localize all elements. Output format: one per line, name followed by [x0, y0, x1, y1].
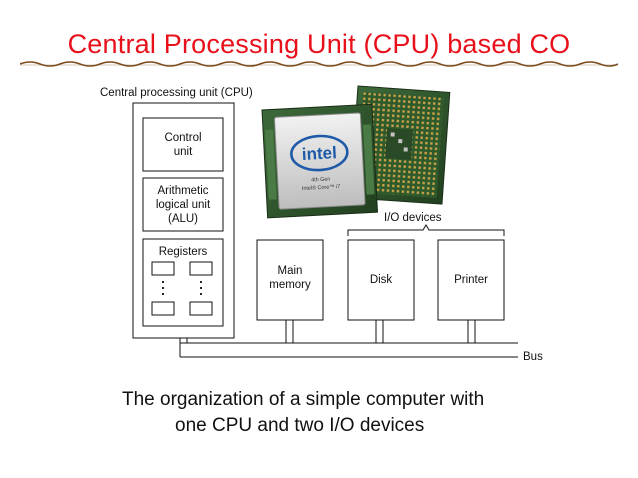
slide-title: Central Processing Unit (CPU) based CO: [67, 29, 571, 59]
io-devices-label: I/O devices: [384, 212, 442, 224]
cpu-caption: Central processing unit (CPU): [100, 87, 253, 99]
caption-line-2: one CPU and two I/O devices: [175, 415, 425, 436]
intel-logo-text: intel: [301, 143, 337, 164]
printer-box: [437, 239, 505, 321]
system-bus: [179, 320, 518, 358]
io-brace: [347, 224, 505, 236]
printer-label: Printer: [454, 274, 488, 286]
register-cells: [151, 261, 213, 316]
control-unit-box: [142, 117, 224, 172]
registers-label: Registers: [158, 246, 208, 258]
chip-generation: 4th Gen: [311, 177, 330, 184]
title-underline: [20, 61, 618, 67]
cpu-chip-photo: intel 4th Gen Intel® Core™ i7: [261, 85, 451, 219]
disk-label: Disk: [369, 274, 393, 286]
register-ellipsis: [161, 280, 203, 296]
alu-box: [142, 177, 224, 232]
main-memory-box: [256, 239, 324, 321]
disk-box: [347, 239, 415, 321]
intel-logo-ring: [290, 134, 349, 172]
chip-model: Intel® Core™ i7: [302, 183, 341, 192]
bus-label: Bus: [523, 351, 543, 363]
caption-line-1: The organization of a simple computer wi…: [122, 389, 485, 410]
